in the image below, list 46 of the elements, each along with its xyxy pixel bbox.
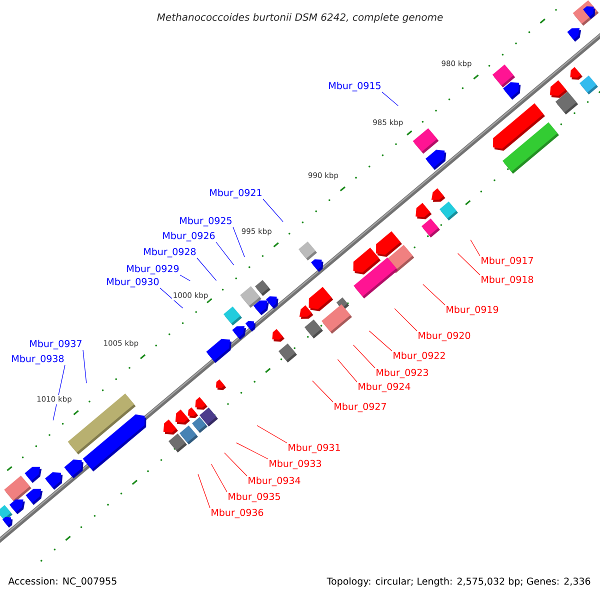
gene-label: Mbur_0915 — [329, 82, 380, 92]
leader-line — [180, 274, 190, 282]
accession-text: Accession: NC_007955 — [8, 577, 116, 587]
leader-line — [256, 425, 288, 444]
gene-label: Mbur_0929 — [127, 264, 179, 274]
leader-line — [196, 258, 217, 281]
leader-line — [262, 198, 284, 222]
title: Methanococcoides burtonii DSM 6242, complete genome — [157, 13, 443, 23]
gene-label: Mbur_0923 — [376, 368, 428, 378]
leader-line — [232, 226, 245, 258]
leader-line — [470, 240, 480, 256]
genome-info-text: Topology: circular; Length: 2,575,032 bp; Genes: 2,336 — [326, 577, 590, 587]
gene-label: Mbur_0921 — [210, 188, 262, 198]
gene-label: Mbur_0933 — [270, 460, 322, 470]
leader-line — [382, 92, 398, 106]
leader-line — [82, 350, 87, 384]
leader-line — [236, 442, 268, 460]
gene-label: Mbur_0925 — [180, 216, 232, 226]
leader-line — [224, 452, 248, 476]
leader-line — [458, 253, 480, 276]
gene-label: Mbur_0918 — [482, 276, 534, 286]
gene-label: Mbur_0928 — [144, 248, 196, 258]
gene-label: Mbur_0924 — [358, 382, 410, 392]
leader-line — [160, 288, 184, 308]
leader-line — [312, 380, 334, 402]
gene-label: Mbur_0938 — [12, 354, 64, 364]
gene-label: Mbur_0927 — [334, 402, 386, 412]
leader-line — [337, 359, 358, 382]
leader-line — [198, 474, 210, 508]
gene-label: Mbur_0934 — [248, 476, 300, 486]
gene-label: Mbur_0919 — [446, 306, 498, 316]
leader-line — [422, 284, 446, 306]
gene-label: Mbur_0937 — [30, 340, 82, 350]
gene-label: Mbur_0926 — [163, 232, 215, 242]
gene-label: Mbur_0931 — [288, 444, 340, 454]
gene-label: Mbur_0917 — [482, 256, 533, 266]
gene-label: Mbur_0936 — [212, 508, 264, 518]
gene-label: Mbur_0935 — [228, 492, 280, 502]
gene-label: Mbur_0922 — [394, 352, 445, 362]
leader-line — [368, 330, 392, 352]
gene-label: Mbur_0930 — [107, 278, 159, 288]
leader-line — [211, 464, 228, 492]
leader-line — [394, 308, 418, 332]
gene-label: Mbur_0920 — [418, 332, 470, 342]
leader-line — [353, 344, 376, 368]
leader-line — [216, 242, 234, 266]
